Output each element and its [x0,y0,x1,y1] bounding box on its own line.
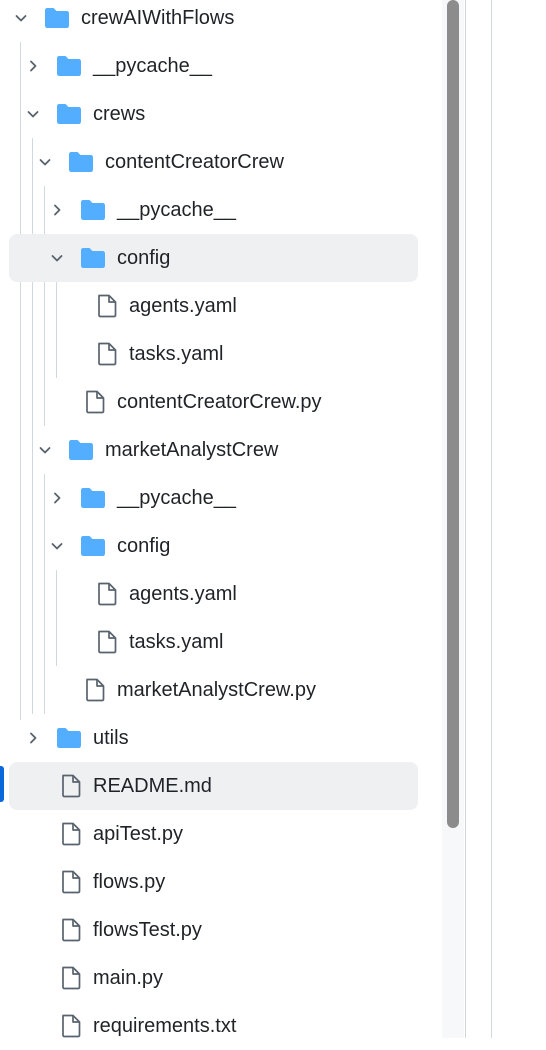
chevron-down-icon[interactable] [49,250,65,266]
folder-icon [80,534,106,558]
file-label: agents.yaml [129,295,237,317]
chevron-right-icon[interactable] [25,58,41,74]
tree-guide [32,138,33,714]
tree-file-row[interactable]: agents.yaml [0,282,440,330]
tree-folder-row[interactable]: crewAIWithFlows [0,0,440,42]
tree-file-row[interactable]: README.md [0,762,440,810]
file-icon [96,342,118,366]
tree-folder-row[interactable]: __pycache__ [0,186,440,234]
tree-file-row[interactable]: requirements.txt [0,1002,440,1050]
tree-folder-row[interactable]: config [0,234,440,282]
file-icon [60,870,82,894]
folder-icon [56,54,82,78]
tree-file-row[interactable]: contentCreatorCrew.py [0,378,440,426]
panel-divider [465,0,466,1038]
file-icon [60,774,82,798]
folder-icon [80,246,106,270]
folder-label: config [117,247,171,269]
file-icon [60,1014,82,1038]
file-label: flowsTest.py [93,919,202,941]
tree-folder-row[interactable]: contentCreatorCrew [0,138,440,186]
chevron-down-icon[interactable] [25,106,41,122]
folder-icon [68,438,94,462]
tree-folder-row[interactable]: utils [0,714,440,762]
file-icon [84,678,106,702]
scrollbar-thumb[interactable] [447,0,459,828]
tree-folder-row[interactable]: marketAnalystCrew [0,426,440,474]
folder-label: __pycache__ [93,55,212,77]
file-label: tasks.yaml [129,343,224,365]
folder-label: crews [93,103,146,125]
file-label: requirements.txt [93,1015,237,1037]
file-icon [60,966,82,990]
file-label: README.md [93,775,212,797]
folder-icon [56,102,82,126]
chevron-down-icon[interactable] [13,10,29,26]
file-label: agents.yaml [129,583,237,605]
folder-label: utils [93,727,129,749]
chevron-down-icon[interactable] [37,154,53,170]
tree-folder-row[interactable]: __pycache__ [0,42,440,90]
folder-label: crewAIWithFlows [81,7,235,29]
file-label: contentCreatorCrew.py [117,391,322,413]
tree-guide [44,186,45,426]
chevron-down-icon[interactable] [49,538,65,554]
folder-icon [44,6,70,30]
tree-guide [44,474,45,714]
row-highlight [9,234,418,282]
file-icon [96,582,118,606]
folder-label: contentCreatorCrew [105,151,284,173]
tree-file-row[interactable]: main.py [0,954,440,1002]
folder-icon [80,486,106,510]
tree-file-row[interactable]: agents.yaml [0,570,440,618]
tree-guide [20,42,21,720]
folder-label: marketAnalystCrew [105,439,279,461]
tree-guide [56,570,57,666]
file-icon [84,390,106,414]
file-label: flows.py [93,871,166,893]
selection-marker [0,766,4,802]
file-label: apiTest.py [93,823,184,845]
folder-label: __pycache__ [117,199,236,221]
tree-file-row[interactable]: flowsTest.py [0,906,440,954]
tree-file-row[interactable]: tasks.yaml [0,618,440,666]
folder-icon [56,726,82,750]
folder-icon [68,150,94,174]
tree-folder-row[interactable]: __pycache__ [0,474,440,522]
file-label: marketAnalystCrew.py [117,679,316,701]
tree-guide [56,282,57,378]
folder-icon [80,198,106,222]
file-icon [60,918,82,942]
chevron-down-icon[interactable] [37,442,53,458]
chevron-right-icon[interactable] [49,202,65,218]
tree-file-row[interactable]: apiTest.py [0,810,440,858]
chevron-right-icon[interactable] [25,730,41,746]
folder-label: config [117,535,171,557]
tree-file-row[interactable]: tasks.yaml [0,330,440,378]
file-icon [60,822,82,846]
tree-file-row[interactable]: flows.py [0,858,440,906]
file-icon [96,294,118,318]
panel-divider [491,0,492,1038]
chevron-right-icon[interactable] [49,490,65,506]
folder-label: __pycache__ [117,487,236,509]
file-label: main.py [93,967,164,989]
file-icon [96,630,118,654]
file-label: tasks.yaml [129,631,224,653]
row-highlight [9,762,418,810]
tree-folder-row[interactable]: config [0,522,440,570]
tree-folder-row[interactable]: crews [0,90,440,138]
tree-file-row[interactable]: marketAnalystCrew.py [0,666,440,714]
